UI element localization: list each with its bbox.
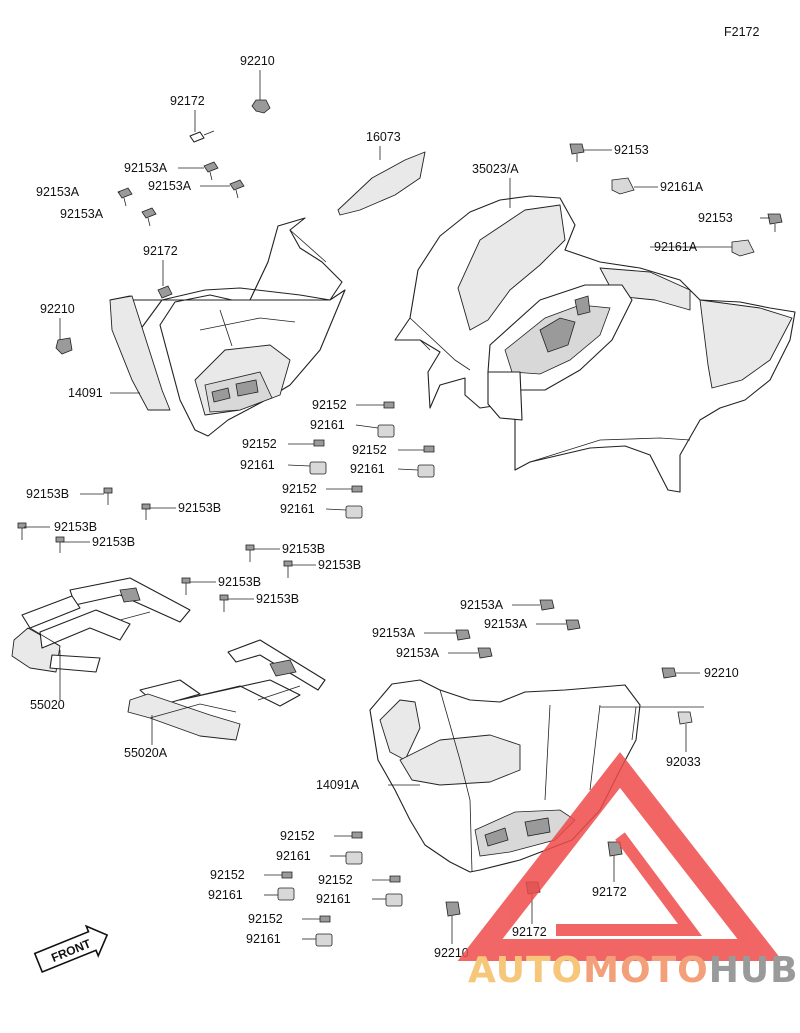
callout-92153B: 92153B <box>54 520 97 534</box>
callout-92153: 92153 <box>614 143 649 157</box>
callout-92172: 92172 <box>512 925 547 939</box>
callout-92152: 92152 <box>282 482 317 496</box>
callout-55020A: 55020A <box>124 746 168 760</box>
watermark-logo-icon <box>457 752 783 961</box>
clip-92210[interactable] <box>251 99 271 114</box>
callout-92210: 92210 <box>40 302 75 316</box>
watermark-moto: MOTO <box>583 950 709 991</box>
callout-92153: 92153 <box>698 211 733 225</box>
callout-92153B: 92153B <box>92 535 135 549</box>
callout-92161: 92161 <box>208 888 243 902</box>
watermark-text: AUTOMOTOHUB <box>468 950 799 991</box>
leader-lines <box>24 70 770 944</box>
callout-92153A: 92153A <box>148 179 192 193</box>
footrest-frame-55020A[interactable] <box>127 639 326 741</box>
callout-labels: 92210 92172 92153A 92153A 92153A 92153A … <box>26 54 739 960</box>
trim-strip-16073[interactable] <box>337 151 426 216</box>
callout-92153A: 92153A <box>460 598 504 612</box>
callout-92033: 92033 <box>666 755 701 769</box>
callout-92172: 92172 <box>143 244 178 258</box>
hardware[interactable] <box>17 99 783 947</box>
callout-92153B: 92153B <box>282 542 325 556</box>
callout-92152: 92152 <box>242 437 277 451</box>
callout-92153A: 92153A <box>60 207 104 221</box>
bolt-92172[interactable] <box>189 131 205 143</box>
figure-code: F2172 <box>724 25 759 39</box>
front-fender-right-14091A[interactable] <box>369 679 641 873</box>
callout-92161: 92161 <box>276 849 311 863</box>
callout-92153A: 92153A <box>36 185 80 199</box>
callout-92152: 92152 <box>280 829 315 843</box>
callout-92172: 92172 <box>592 885 627 899</box>
callout-92153B: 92153B <box>178 501 221 515</box>
callout-92153A: 92153A <box>484 617 528 631</box>
callout-16073: 16073 <box>366 130 401 144</box>
callout-92153A: 92153A <box>372 626 416 640</box>
callout-92161: 92161 <box>240 458 275 472</box>
callout-92161A: 92161A <box>660 180 704 194</box>
callout-92172: 92172 <box>170 94 205 108</box>
callout-92161: 92161 <box>246 932 281 946</box>
rear-fender-35023[interactable] <box>394 195 796 493</box>
callout-92161: 92161 <box>310 418 345 432</box>
callout-92152: 92152 <box>312 398 347 412</box>
callout-55020: 55020 <box>30 698 65 712</box>
watermark-auto: AUTO <box>468 950 583 991</box>
callout-92210: 92210 <box>704 666 739 680</box>
callout-92152: 92152 <box>248 912 283 926</box>
callout-92152: 92152 <box>210 868 245 882</box>
callout-92153B: 92153B <box>318 558 361 572</box>
callout-14091: 14091 <box>68 386 103 400</box>
callout-92161: 92161 <box>316 892 351 906</box>
watermark-hub: HUB <box>709 950 799 991</box>
callout-92210: 92210 <box>434 946 469 960</box>
callout-92153B: 92153B <box>26 487 69 501</box>
callout-92153A: 92153A <box>124 161 168 175</box>
callout-92161: 92161 <box>280 502 315 516</box>
front-arrow-icon: FRONT <box>33 924 109 974</box>
callout-35023: 35023/A <box>472 162 519 176</box>
callout-92153B: 92153B <box>218 575 261 589</box>
callout-92153B: 92153B <box>256 592 299 606</box>
callout-14091A: 14091A <box>316 778 360 792</box>
front-fender-left-14091[interactable] <box>109 217 346 437</box>
callout-92152: 92152 <box>352 443 387 457</box>
callout-92161A: 92161A <box>654 240 698 254</box>
footrest-frame-55020[interactable] <box>11 577 191 673</box>
callout-92210: 92210 <box>240 54 275 68</box>
callout-92152: 92152 <box>318 873 353 887</box>
callout-92153A: 92153A <box>396 646 440 660</box>
callout-92161: 92161 <box>350 462 385 476</box>
